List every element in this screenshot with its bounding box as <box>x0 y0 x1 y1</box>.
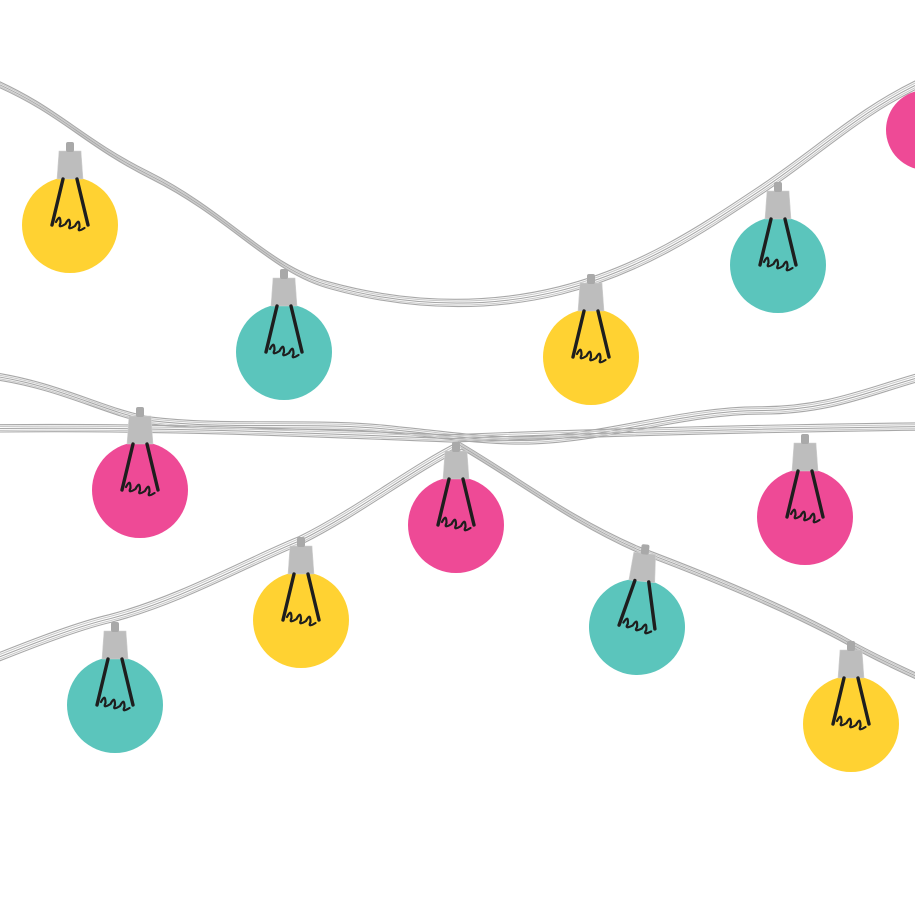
yellow-light-bulb <box>803 641 899 772</box>
yellow-light-bulb <box>543 274 639 405</box>
bulb-coil <box>54 216 86 232</box>
socket-tip <box>136 407 144 417</box>
bulb-filament <box>120 442 160 492</box>
socket-tip <box>587 274 595 284</box>
bulb-filament <box>264 304 304 354</box>
socket-tip <box>297 537 305 547</box>
bulb-socket <box>270 277 298 307</box>
wire-strand <box>0 446 915 678</box>
bulb-coil <box>575 348 607 364</box>
wire-strand <box>0 84 915 304</box>
yellow-light-bulb <box>22 142 118 273</box>
bulb-filament <box>95 657 135 707</box>
bulb-coil <box>762 256 794 272</box>
bulb-socket <box>837 649 865 679</box>
bulb-globe <box>886 91 915 169</box>
bulb-coil <box>835 715 867 731</box>
wire-strand <box>0 82 915 302</box>
wire-strand <box>0 85 915 306</box>
bulb-socket <box>791 442 819 472</box>
teal-light-bulb <box>589 544 685 675</box>
bulb-filament <box>831 676 871 726</box>
wire-strand <box>0 448 915 680</box>
bulb-socket <box>442 450 470 480</box>
wire-strand <box>0 87 915 308</box>
bulb-filament <box>785 469 825 519</box>
bulb-coil <box>285 611 317 627</box>
socket-tip <box>280 269 288 279</box>
bulb-filament <box>758 217 798 267</box>
bulb-filament <box>50 177 90 227</box>
light-bulbs <box>22 91 915 772</box>
bulb-coil <box>440 516 472 532</box>
bulb-filament <box>436 477 476 527</box>
teal-light-bulb <box>730 182 826 313</box>
socket-tip <box>801 434 809 444</box>
wire-strand <box>0 441 915 674</box>
bulb-coil <box>789 508 821 524</box>
light-strand-wires <box>0 80 915 680</box>
bulb-socket <box>628 551 656 583</box>
socket-tip <box>66 142 74 152</box>
teal-light-bulb <box>67 622 163 753</box>
bulb-filament <box>571 309 611 359</box>
socket-tip <box>452 442 460 452</box>
bulb-filament <box>617 578 657 631</box>
wire-strand <box>0 80 915 300</box>
bulb-socket <box>287 545 315 575</box>
bulb-filament <box>281 572 321 622</box>
pink-light-bulb <box>408 442 504 573</box>
bulb-socket <box>764 190 792 220</box>
bulb-socket <box>56 150 84 180</box>
bulb-socket <box>101 630 129 660</box>
bulb-socket <box>126 415 154 445</box>
bulb-socket <box>577 282 605 312</box>
socket-tip <box>111 622 119 632</box>
socket-tip <box>847 641 855 651</box>
pink-light-bulb <box>757 434 853 565</box>
pink-light-bulb <box>92 407 188 538</box>
bulb-coil <box>124 481 156 497</box>
bulb-coil <box>268 343 300 359</box>
socket-tip <box>774 182 782 192</box>
socket-tip <box>640 544 650 555</box>
pink-light-bulb <box>886 91 915 169</box>
yellow-light-bulb <box>253 537 349 668</box>
wire-strand <box>0 444 915 677</box>
bulb-coil <box>622 617 653 635</box>
teal-light-bulb <box>236 269 332 400</box>
bulb-coil <box>99 696 131 712</box>
